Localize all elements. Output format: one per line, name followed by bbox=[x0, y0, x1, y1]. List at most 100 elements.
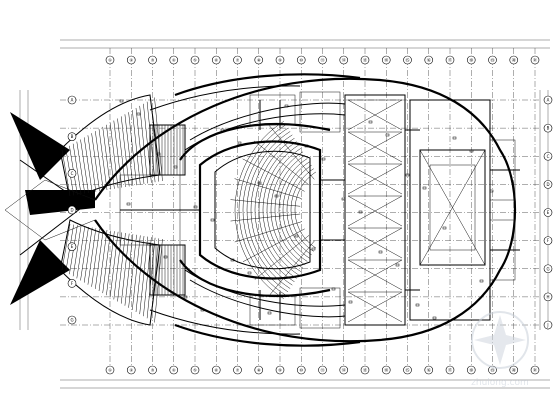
grid-bubble-bottom: ⑩ bbox=[296, 365, 306, 375]
grid-bubble-label: ⑫ bbox=[342, 57, 346, 63]
grid-bubble-bottom: ② bbox=[126, 365, 136, 375]
grid-bubble-top: ⑰ bbox=[445, 55, 455, 65]
grid-bubble-bottom: ⑪ bbox=[318, 365, 327, 375]
grid-bubble-label: ⑭ bbox=[384, 57, 388, 63]
grid-bubble-label: ⑱ bbox=[469, 367, 473, 373]
grid-bubble-label: G bbox=[546, 266, 549, 271]
left-wing-roof bbox=[4, 112, 96, 305]
grid-bubble-label: ⑤ bbox=[193, 368, 197, 373]
grid-bubble-label: ⑪ bbox=[321, 367, 325, 373]
room-hatching bbox=[149, 125, 184, 295]
grid-bubble-bottom: ⑮ bbox=[403, 365, 412, 375]
grid-bubble-label: D bbox=[70, 208, 73, 213]
grid-bubble-bottom: ⑧ bbox=[254, 365, 264, 375]
grid-bubble-left: C bbox=[67, 169, 77, 178]
grid-bubble-bottom: ⑤ bbox=[190, 365, 200, 375]
grid-bubble-label: G bbox=[70, 318, 73, 323]
grid-bubble-label: ① bbox=[108, 368, 112, 373]
grid-bubble-label: ⑰ bbox=[448, 367, 452, 373]
grid-bubble-label: E bbox=[71, 244, 74, 249]
grid-bubble-label: ⑬ bbox=[363, 57, 367, 63]
building-outline bbox=[94, 73, 517, 347]
grid-bubble-bottom: ⑫ bbox=[339, 365, 349, 375]
grid-bubble-top: ⑥ bbox=[211, 55, 221, 65]
grid-bubble-label: ④ bbox=[172, 368, 176, 373]
grid-bubble-left: D bbox=[67, 205, 77, 215]
grid-bubble-right: J bbox=[543, 320, 553, 330]
grid-bubble-top: ⑦ bbox=[233, 55, 242, 65]
grid-bubble-label: ① bbox=[108, 58, 112, 63]
grid-bubble-label: F bbox=[71, 281, 74, 286]
left-grid-bubbles: A B C D E F G bbox=[67, 95, 77, 325]
grid-bubble-label: ⑦ bbox=[236, 58, 240, 63]
grid-bubble-left: B bbox=[67, 132, 77, 141]
grid-bubble-label: ⑭ bbox=[384, 367, 388, 373]
grid-bubble-top: ⑤ bbox=[190, 55, 200, 65]
grid-bubble-label: ⑯ bbox=[427, 367, 431, 373]
auditorium-seating-rows bbox=[230, 121, 317, 299]
grid-bubble-top: ⑩ bbox=[296, 55, 306, 65]
grid-bubble-label: ⑥ bbox=[214, 368, 218, 373]
right-grid-bubbles: A B C D E F G H J bbox=[543, 95, 553, 330]
grid-bubble-label: ⑯ bbox=[427, 57, 431, 63]
grid-bubble-top: ① bbox=[105, 55, 115, 65]
grid-bubble-label: ④ bbox=[172, 58, 176, 63]
grid-bubble-label: A bbox=[71, 98, 74, 103]
grid-bubble-right: B bbox=[543, 123, 553, 133]
grid-bubble-top: ⑨ bbox=[275, 55, 285, 65]
grid-bubble-label: ⑲ bbox=[491, 367, 495, 373]
grid-bubble-label: C bbox=[547, 154, 550, 159]
grid-bubble-top: ⑭ bbox=[381, 55, 391, 65]
grid-bubble-label: ⑳ bbox=[512, 367, 516, 373]
grid-bubble-label: A bbox=[547, 98, 550, 103]
grid-bubble-bottom: ⑯ bbox=[424, 365, 434, 375]
grid-bubble-bottom: ⑦ bbox=[233, 365, 242, 375]
grid-bubble-label: ⑬ bbox=[363, 367, 367, 373]
grid-bubble-label: D bbox=[546, 182, 549, 187]
stage-truss-pattern bbox=[347, 99, 403, 323]
left-fan-seating bbox=[59, 94, 161, 326]
grid-bubble-bottom: ⑭ bbox=[381, 365, 391, 375]
grid-bubble-label: ⑩ bbox=[299, 368, 303, 373]
grid-bubble-label: ⑰ bbox=[448, 57, 452, 63]
grid-bubble-top: ④ bbox=[169, 55, 179, 65]
grid-bubble-label: B bbox=[71, 134, 74, 139]
grid-bubble-left: A bbox=[67, 95, 77, 105]
grid-bubble-right: A bbox=[543, 95, 553, 105]
grid-bubble-label: ⑨ bbox=[278, 368, 282, 373]
watermark-text: zhulong.com bbox=[471, 378, 529, 388]
grid-bubble-left: F bbox=[67, 279, 77, 288]
grid-bubble-label: ⑱ bbox=[469, 57, 473, 63]
grid-bubble-top: ⑱ bbox=[466, 55, 476, 65]
grid-bubble-top: ⑯ bbox=[424, 55, 434, 65]
ductwork-runs bbox=[119, 99, 520, 320]
bottom-grid-bubbles: ① ② ③ ④ ⑤ ⑥ ⑦ ⑧ ⑨ ⑩ ⑪ ⑫ ⑬ ⑭ ⑮ ⑯ ⑰ ⑱ ⑲ ⑳ ㉑ bbox=[105, 365, 540, 375]
grid-bubble-label: ⑥ bbox=[214, 58, 218, 63]
grid-bubble-top: ② bbox=[126, 55, 136, 65]
grid-bubble-label: H bbox=[546, 294, 549, 299]
grid-bubble-label: ㉑ bbox=[533, 367, 537, 373]
grid-bubble-label: ⑳ bbox=[512, 57, 516, 63]
grid-bubble-bottom: ③ bbox=[148, 365, 157, 375]
grid-bubble-label: ⑲ bbox=[491, 57, 495, 63]
grid-bubble-bottom: ⑬ bbox=[360, 365, 370, 375]
grid-bubble-right: H bbox=[543, 292, 553, 302]
grid-bubble-label: ③ bbox=[151, 58, 155, 63]
grid-bubble-label: ⑩ bbox=[299, 58, 303, 63]
grid-bubble-label: ⑪ bbox=[321, 57, 325, 63]
grid-bubble-label: ⑤ bbox=[193, 58, 197, 63]
grid-bubble-right: C bbox=[543, 151, 553, 161]
grid-bubble-bottom: ㉑ bbox=[530, 365, 540, 375]
grid-bubble-label: ⑮ bbox=[406, 57, 410, 63]
grid-bubble-label: E bbox=[547, 210, 550, 215]
grid-bubble-top: ⑲ bbox=[488, 55, 497, 65]
grid-bubble-bottom: ④ bbox=[169, 365, 179, 375]
grid-bubble-bottom: ⑥ bbox=[211, 365, 221, 375]
grid-bubble-left: E bbox=[67, 242, 77, 251]
grid-bubble-right: F bbox=[543, 236, 553, 245]
stage-area bbox=[344, 94, 491, 326]
grid-bubble-label: C bbox=[71, 171, 74, 176]
grid-bubble-left: G bbox=[67, 315, 77, 325]
grid-bubble-label: ⑨ bbox=[278, 58, 282, 63]
watermark-logo: zhulong.com bbox=[471, 311, 529, 388]
